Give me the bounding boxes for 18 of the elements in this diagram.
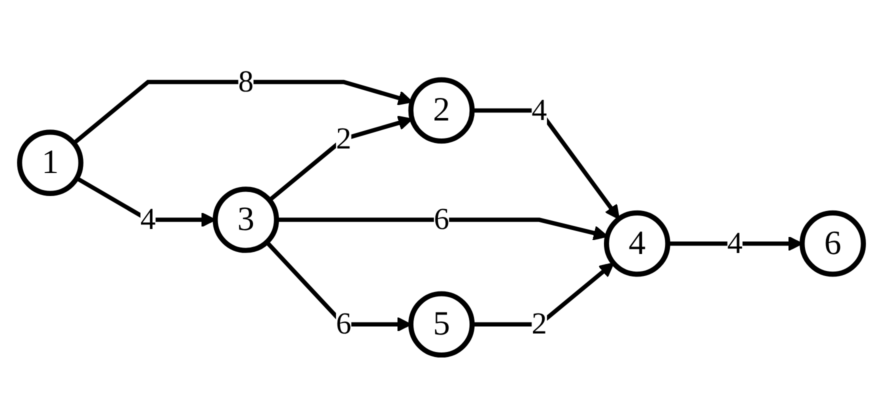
edge-label: 2 <box>532 306 547 341</box>
arrow <box>472 262 614 326</box>
edge-label: 8 <box>238 64 254 98</box>
edge-label: 6 <box>336 306 352 341</box>
node-circle: 4 <box>604 210 670 277</box>
edge-label: 2 <box>336 121 352 156</box>
edge-label: 6 <box>434 202 450 236</box>
edge-label: 4 <box>140 202 156 236</box>
node-circle: 2 <box>408 77 475 144</box>
node-circle: 5 <box>408 291 475 358</box>
node-circle: 1 <box>17 130 84 196</box>
node-circle: 3 <box>212 186 280 253</box>
arrow <box>472 108 620 220</box>
arrow <box>268 116 413 202</box>
arrow <box>72 80 413 145</box>
edge-label: 4 <box>727 226 743 260</box>
node-circle: 6 <box>800 210 866 277</box>
edge-label: 4 <box>532 92 547 127</box>
